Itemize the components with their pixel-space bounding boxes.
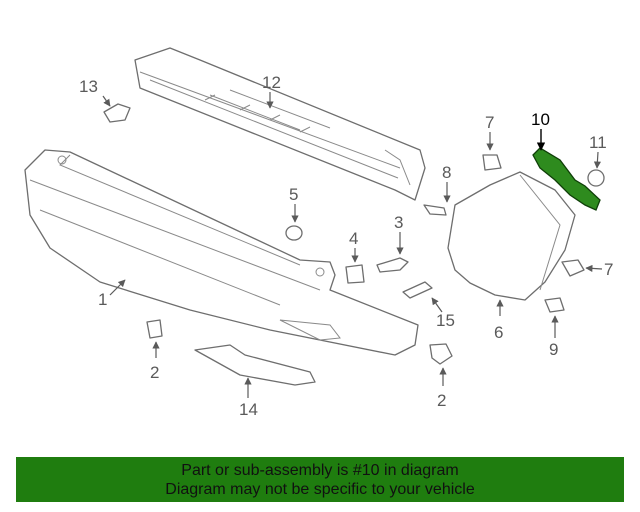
fastener-8[interactable] (423, 204, 447, 216)
banner-line-2: Diagram may not be specific to your vehi… (165, 481, 475, 498)
fastener-3[interactable] (376, 257, 409, 273)
callout-12: 12 (262, 73, 281, 92)
fastener-13[interactable] (103, 103, 131, 123)
callout-2-right: 2 (437, 391, 446, 410)
fastener-7-top[interactable] (482, 154, 502, 171)
callout-9: 9 (549, 340, 558, 359)
callout-14: 14 (239, 400, 258, 419)
fastener-11[interactable] (587, 169, 605, 187)
fastener-5[interactable] (285, 225, 303, 241)
part-6-side-bracket[interactable] (447, 171, 576, 301)
callout-8: 8 (442, 163, 451, 182)
part-12-reinforcement-beam[interactable] (134, 47, 426, 201)
callout-10: 10 (531, 110, 550, 129)
callout-13: 13 (79, 77, 98, 96)
part-1-bumper-cover[interactable] (24, 149, 419, 356)
callout-7-right: 7 (604, 260, 613, 279)
callout-2-left: 2 (150, 363, 159, 382)
callout-7-top: 7 (485, 113, 494, 132)
leader-lines (102, 92, 603, 398)
parts-diagram: 13 12 10 11 7 8 5 3 4 7 1 15 6 9 2 2 14 (24, 47, 613, 419)
fastener-7-right[interactable] (561, 259, 585, 277)
fastener-4[interactable] (345, 264, 365, 284)
callout-15: 15 (436, 311, 455, 330)
info-banner: Part or sub-assembly is #10 in diagram D… (16, 457, 624, 502)
callout-11: 11 (589, 133, 607, 152)
callout-4: 4 (349, 229, 358, 248)
callout-3: 3 (394, 213, 403, 232)
fastener-2-right[interactable] (429, 343, 453, 365)
callout-5: 5 (289, 185, 298, 204)
part-10-highlighted-bracket[interactable] (532, 147, 601, 211)
part-14-lower-garnish[interactable] (194, 344, 316, 386)
fastener-9[interactable] (544, 297, 565, 313)
callout-1: 1 (98, 290, 107, 309)
callout-6: 6 (494, 323, 503, 342)
fastener-15[interactable] (402, 281, 433, 299)
fastener-2-left[interactable] (146, 319, 163, 339)
banner-line-1: Part or sub-assembly is #10 in diagram (181, 462, 459, 479)
